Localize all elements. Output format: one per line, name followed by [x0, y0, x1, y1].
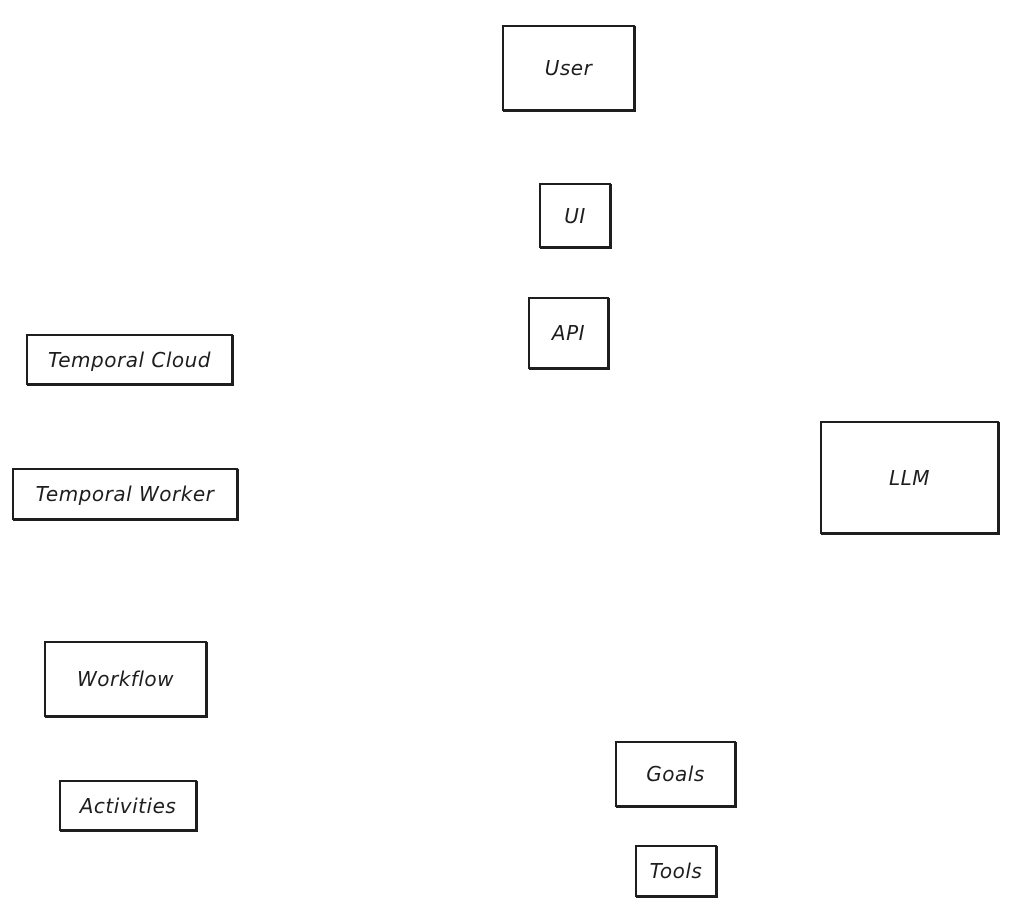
- node-goals[interactable]: Goals: [615, 741, 736, 807]
- node-label: User: [544, 56, 593, 80]
- node-label: Tools: [649, 859, 703, 883]
- node-tools[interactable]: Tools: [635, 845, 717, 897]
- node-label: Workflow: [76, 667, 174, 691]
- node-workflow[interactable]: Workflow: [44, 641, 207, 717]
- node-label: API: [551, 321, 586, 345]
- node-label: Goals: [646, 762, 705, 786]
- node-label: Temporal Worker: [35, 482, 215, 506]
- node-ui[interactable]: UI: [539, 183, 611, 248]
- node-label: Activities: [79, 793, 177, 818]
- node-api[interactable]: API: [528, 297, 609, 369]
- node-label: UI: [564, 203, 586, 228]
- node-label: LLM: [888, 465, 931, 490]
- node-label: Temporal Cloud: [48, 347, 211, 372]
- node-temporal-worker[interactable]: Temporal Worker: [12, 468, 238, 520]
- node-activities[interactable]: Activities: [59, 780, 197, 831]
- node-user[interactable]: User: [502, 25, 635, 111]
- node-temporal-cloud[interactable]: Temporal Cloud: [26, 334, 233, 385]
- node-llm[interactable]: LLM: [820, 421, 999, 534]
